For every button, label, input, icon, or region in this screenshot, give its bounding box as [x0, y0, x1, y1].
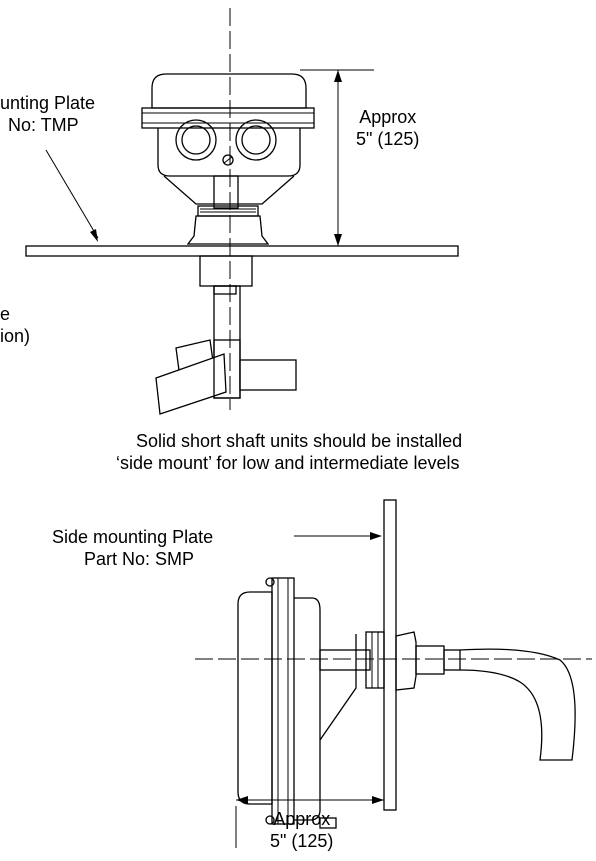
conduit-entry-right	[235, 119, 277, 161]
side-housing-flange	[271, 577, 295, 825]
top-cut-label: e ion)	[0, 304, 31, 346]
side-housing-neck	[319, 634, 357, 741]
side-mounting-plate	[383, 499, 397, 811]
side-adapter	[395, 631, 417, 691]
thread-adapter	[186, 215, 270, 245]
top-plate-label: unting Plate No: TMP	[0, 93, 96, 135]
paddle-blade-left	[155, 353, 227, 415]
side-stem	[319, 649, 371, 671]
housing-stem	[213, 175, 239, 209]
lower-coupling	[199, 255, 253, 287]
top-mounting-plate	[25, 245, 459, 257]
side-coupling	[415, 645, 445, 675]
side-mount-view	[195, 499, 592, 848]
top-plate-leader	[45, 149, 99, 239]
top-mount-view	[25, 8, 459, 415]
side-thread	[365, 631, 385, 689]
side-housing-lid	[237, 591, 273, 805]
conduit-entry-left	[175, 119, 217, 161]
housing-flange	[141, 107, 315, 129]
side-plate-label: Side mounting Plate Part No: SMP	[52, 527, 214, 569]
side-housing-body	[294, 597, 321, 821]
top-height-label: Approx 5" (125)	[356, 107, 420, 149]
side-width-label: Approx 5" (125)	[270, 809, 334, 851]
ground-screw	[222, 154, 234, 166]
side-paddle	[459, 648, 576, 761]
paddle-blade-right	[239, 359, 297, 391]
install-note: Solid short shaft units should be instal…	[116, 431, 463, 473]
housing-neck	[163, 175, 295, 205]
housing-lid	[151, 73, 307, 109]
